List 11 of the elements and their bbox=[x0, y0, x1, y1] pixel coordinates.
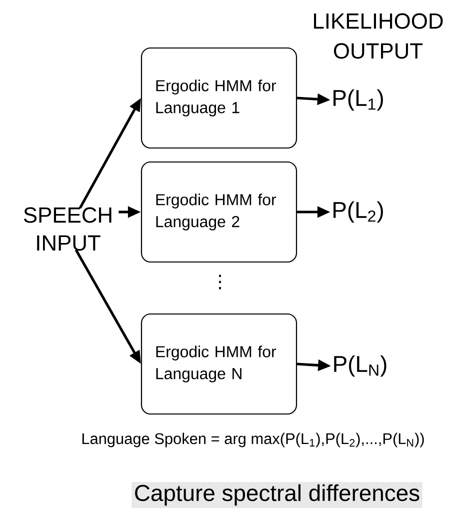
ellipsis: ⋮ bbox=[219, 274, 221, 290]
output-label: P(L$_{1}$) bbox=[334, 89, 383, 111]
process-box: Ergodic HMM for Language 1 bbox=[140, 47, 298, 149]
input-label: SPEECH INPUT bbox=[24, 207, 112, 251]
note-box: Capture spectral differences bbox=[132, 482, 422, 508]
output-label: P(L$_{2}$) bbox=[334, 201, 383, 223]
process-box: Ergodic HMM for Language N bbox=[140, 313, 298, 415]
process-box: Ergodic HMM for Language 2 bbox=[140, 161, 298, 263]
heading: LIKELIHOOD OUTPUT bbox=[314, 13, 443, 59]
formula-text: Language Spoken = arg max(P(L$_{1}$),P(L$_{2}$),...,P(L$_{N}$)) bbox=[82, 432, 424, 448]
output-label: P(L$_{N}$) bbox=[334, 355, 386, 377]
